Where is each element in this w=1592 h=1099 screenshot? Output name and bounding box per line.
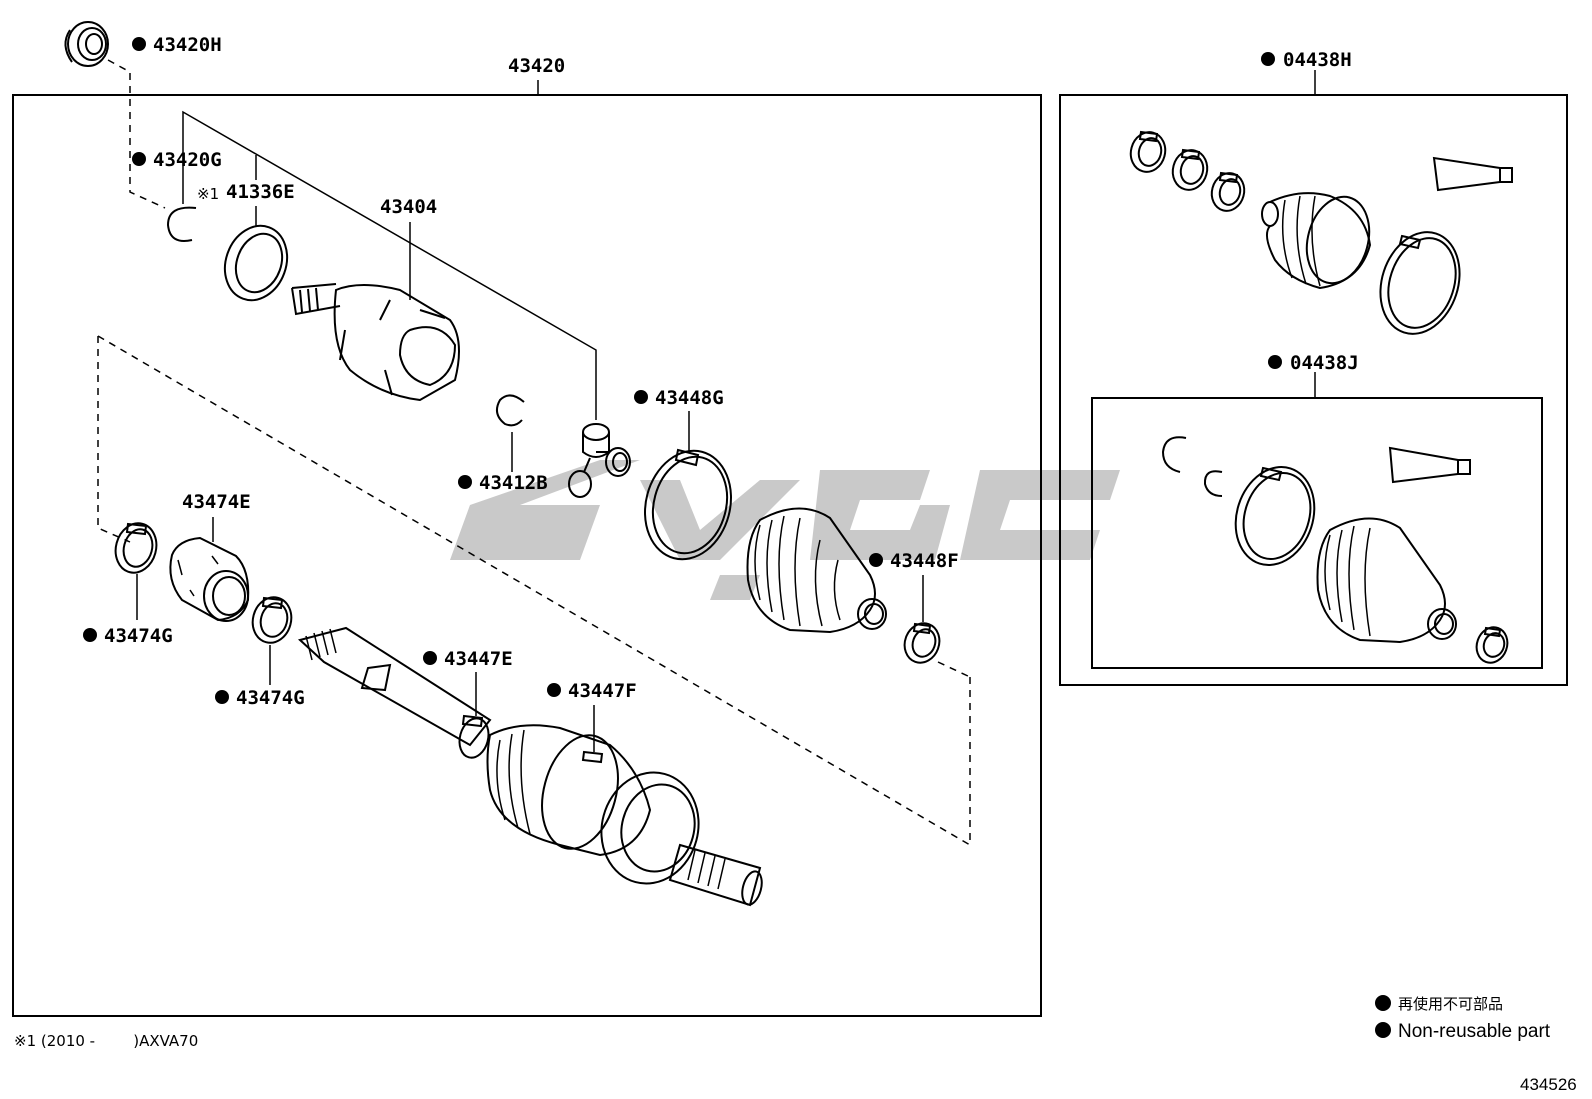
kit-h-grease-tube (1432, 156, 1513, 192)
kit-j-snap-ring (1161, 436, 1187, 473)
kit-h-clamp-3 (1210, 171, 1246, 212)
kit-j-boot (1316, 517, 1457, 644)
legend-line1: 再使用不可部品 (1398, 995, 1503, 1013)
kit-h-clamp-2 (1171, 148, 1209, 191)
part-43404-housing (291, 283, 460, 402)
kit-label-h: 04438H (1283, 49, 1352, 71)
part-43448G-clamp (644, 448, 732, 561)
assembly-box (12, 94, 1042, 1017)
kit-h-boot (1261, 192, 1372, 290)
part-cv-joint (600, 771, 763, 907)
kit-h-large-clamp (1379, 231, 1461, 335)
part-43447F-clamp (581, 750, 604, 764)
kit-j-grease-tube (1388, 446, 1471, 484)
label-43448G: 43448G (655, 387, 724, 409)
part-43412B-ring (495, 394, 525, 427)
label-43412B: 43412B (479, 472, 548, 494)
kit-h-clamp-1 (1129, 130, 1167, 173)
part-41336E-ring (223, 224, 289, 302)
part-inner-boot (746, 507, 887, 634)
assembly-label: 43420 (508, 55, 565, 77)
label-43448F: 43448F (890, 550, 959, 572)
label-43474E: 43474E (182, 491, 251, 513)
label-43420G: 43420G (153, 149, 222, 171)
label-43447F: 43447F (568, 680, 637, 702)
part-43420G-ring (166, 206, 197, 242)
part-43420H-seal (64, 21, 109, 67)
label-43404: 43404 (380, 196, 437, 218)
part-43474G-clamp-a (114, 522, 158, 574)
kit-j-snap-ring-small (1203, 470, 1223, 497)
kit-label-j: 04438J (1290, 352, 1359, 374)
label-43420H: 43420H (153, 34, 222, 56)
legend-line2: Non-reusable part (1398, 1021, 1551, 1042)
figure-number: 434526 (1520, 1075, 1577, 1094)
part-43474E-damper (169, 536, 250, 622)
label-43447E: 43447E (444, 648, 513, 670)
part-axle-shaft (297, 626, 492, 747)
footnote: ※1 (2010 - )AXVA70 (14, 1032, 198, 1050)
watermark-logo (450, 460, 1120, 600)
kit-box-outer (1059, 94, 1568, 686)
label-41336E-mark: ※1 (197, 185, 219, 203)
kit-j-small-clamp (1475, 626, 1509, 664)
label-41336E: 41336E (226, 181, 295, 203)
kit-box-inner (1091, 397, 1543, 669)
part-tripod-joint (568, 423, 631, 498)
part-43448F-clamp (903, 622, 941, 664)
label-43474G-a: 43474G (104, 625, 173, 647)
label-43474G-b: 43474G (236, 687, 305, 709)
part-43474G-clamp-b (251, 596, 293, 644)
kit-j-clamp (1234, 466, 1316, 566)
part-43447E-clamp (458, 714, 490, 759)
part-outer-boot (486, 724, 652, 857)
